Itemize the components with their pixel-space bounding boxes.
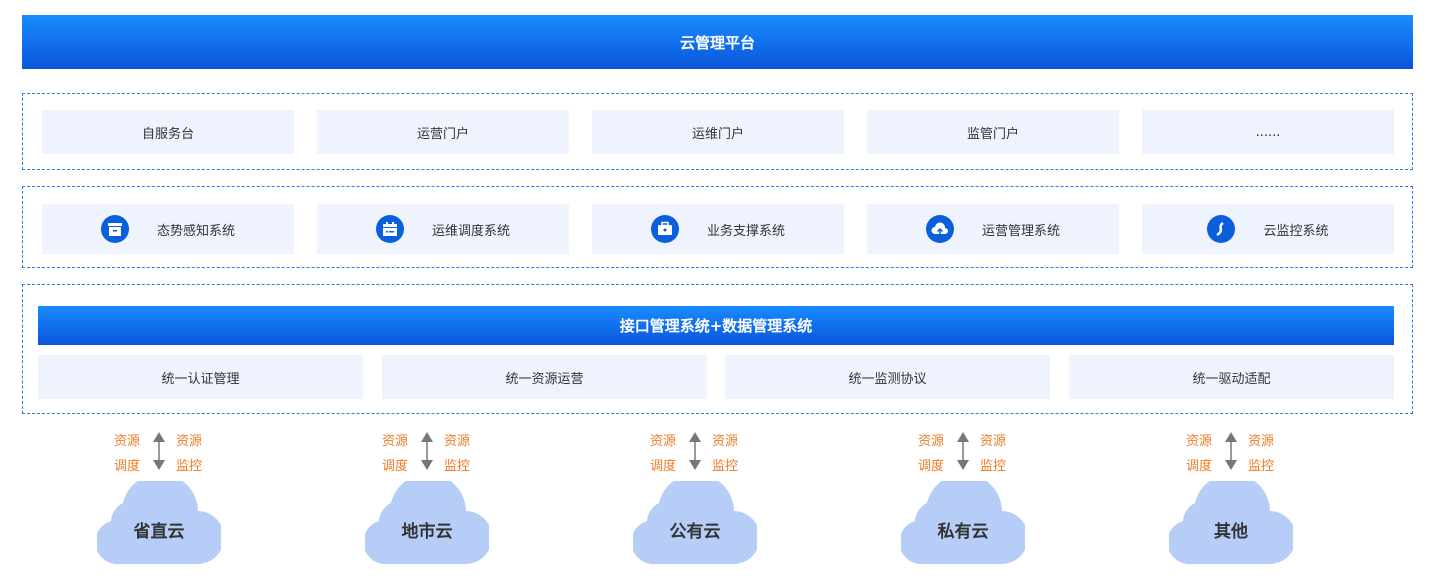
flow-label: 监控 [444, 459, 471, 474]
portal-item[interactable]: 运营门户 [317, 110, 569, 154]
flow-label: 调度 [918, 459, 945, 474]
portal-layer [22, 93, 1413, 170]
flow-label: 监控 [176, 459, 203, 474]
flow-label: 资源 [918, 434, 945, 449]
flow-label: 监控 [980, 459, 1007, 474]
platform-title-bar: 云管理平台 [22, 15, 1413, 69]
portal-item[interactable]: ...... [1142, 110, 1394, 154]
portal-item[interactable]: 监管门户 [867, 110, 1119, 154]
flow-label: 资源 [114, 434, 141, 449]
flow-label: 监控 [712, 459, 739, 474]
flow-label: 资源 [1248, 434, 1275, 449]
portal-item[interactable]: 自服务台 [42, 110, 294, 154]
system-item[interactable]: 云监控系统 [1142, 204, 1394, 254]
unified-item[interactable]: 统一资源运营 [382, 355, 707, 399]
flow-label: 资源 [444, 434, 471, 449]
cloud-label: 省直云 [133, 522, 185, 542]
interface-title-bar: 接口管理系统+数据管理系统 [38, 306, 1394, 345]
system-item[interactable]: 态势感知系统 [42, 204, 294, 254]
system-label: 运营管理系统 [981, 223, 1060, 239]
flow-label: 资源 [650, 434, 677, 449]
cloud-label: 公有云 [669, 522, 721, 542]
cloud-label: 地市云 [401, 522, 453, 542]
system-item[interactable]: 运营管理系统 [867, 204, 1119, 254]
cloud-node[interactable]: 省直云 [95, 473, 225, 565]
bidirectional-arrow-icon [153, 432, 165, 470]
cloud-label: 私有云 [937, 522, 989, 542]
cloud-upload-icon [925, 215, 954, 243]
system-item[interactable]: 运维调度系统 [317, 204, 569, 254]
flow-label: 监控 [1248, 459, 1275, 474]
flow-label: 资源 [712, 434, 739, 449]
cloud-icon [631, 473, 761, 565]
system-label: 业务支撑系统 [706, 223, 785, 239]
bidirectional-arrow-icon [1225, 432, 1237, 470]
unified-item[interactable]: 统一认证管理 [38, 355, 363, 399]
cloud-icon [95, 473, 225, 565]
flow-label: 调度 [382, 459, 409, 474]
calendar-icon [375, 215, 404, 243]
monitor-icon [1207, 215, 1236, 243]
system-layer [22, 186, 1413, 268]
flow-label: 资源 [176, 434, 203, 449]
cloud-node[interactable]: 其他 [1167, 473, 1297, 565]
flow-label: 资源 [980, 434, 1007, 449]
briefcase-icon [650, 215, 679, 243]
bidirectional-arrow-icon [689, 432, 701, 470]
flow-label: 调度 [1186, 459, 1213, 474]
cloud-node[interactable]: 公有云 [631, 473, 761, 565]
bidirectional-arrow-icon [421, 432, 433, 470]
cloud-node[interactable]: 私有云 [899, 473, 1029, 565]
unified-item[interactable]: 统一驱动适配 [1069, 355, 1394, 399]
flow-label: 资源 [382, 434, 409, 449]
interface-layer [22, 284, 1413, 414]
flow-label: 调度 [114, 459, 141, 474]
flow-label: 资源 [1186, 434, 1213, 449]
bidirectional-arrow-icon [957, 432, 969, 470]
unified-item[interactable]: 统一监测协议 [725, 355, 1050, 399]
system-label: 云监控系统 [1263, 223, 1329, 239]
cloud-icon [899, 473, 1029, 565]
portal-item[interactable]: 运维门户 [592, 110, 844, 154]
cloud-icon [363, 473, 493, 565]
flow-label: 调度 [650, 459, 677, 474]
cloud-label: 其他 [1214, 522, 1248, 542]
cloud-icon [1167, 473, 1297, 565]
cloud-node[interactable]: 地市云 [363, 473, 493, 565]
system-item[interactable]: 业务支撑系统 [592, 204, 844, 254]
archive-icon [100, 215, 129, 243]
system-label: 态势感知系统 [156, 223, 235, 239]
system-label: 运维调度系统 [431, 223, 510, 239]
